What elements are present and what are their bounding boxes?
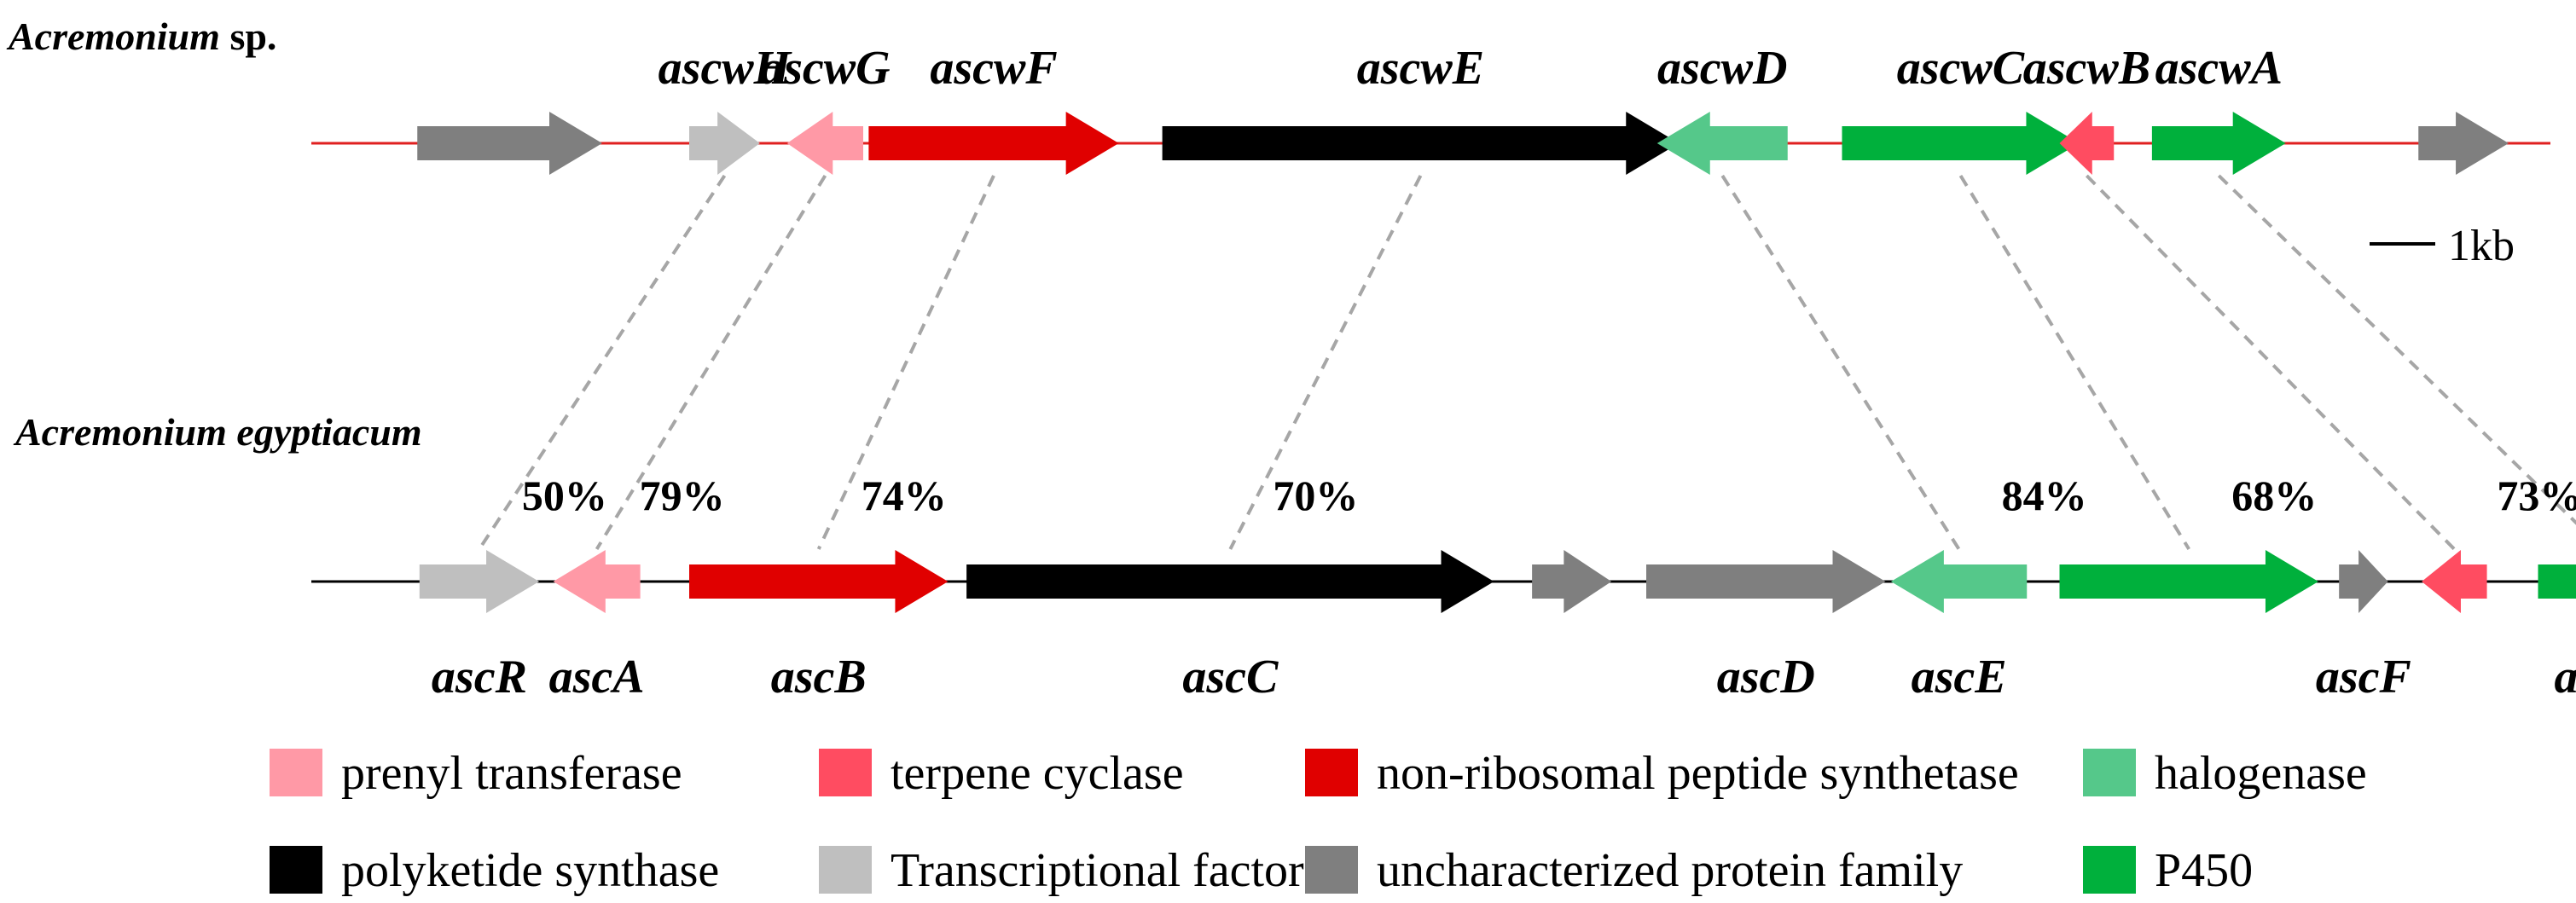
top-gene-arrow-1 (689, 112, 760, 175)
bottom-gene-labels: ascR ascA ascB ascC ascD ascE ascF ascG (432, 651, 2576, 703)
identity-label-3: 70% (1273, 472, 1358, 519)
scale-bar-label: 1kb (2448, 222, 2515, 270)
bottom-gene-arrow-7 (2059, 550, 2318, 613)
legend-swatch-0-0 (270, 749, 322, 796)
legend: prenyl transferase terpene cyclase non-rib… (270, 747, 2367, 897)
top-gene-label-6: ascwC (1897, 42, 2025, 95)
top-species-label: Acremonium sp. (6, 14, 276, 58)
identity-label-1: 79% (640, 472, 725, 519)
top-gene-label-4: ascwE (1357, 42, 1484, 95)
bottom-gene-label-1: ascA (549, 651, 645, 703)
legend-swatch-0-2 (1305, 749, 1358, 796)
legend-swatch-1-0 (270, 846, 322, 894)
bottom-gene-arrow-9 (2422, 550, 2487, 613)
identity-label-2: 74% (862, 472, 947, 519)
top-gene-arrow-2 (786, 112, 863, 175)
top-gene-label-3: ascwF (930, 42, 1057, 95)
bottom-gene-arrow-0 (419, 550, 540, 613)
homology-connector-3 (1228, 175, 1423, 550)
homology-connector-0 (478, 174, 727, 551)
top-gene-arrow-3 (868, 112, 1119, 175)
top-gene-label-7: ascwB (2023, 42, 2150, 95)
bottom-gene-arrow-10 (2538, 564, 2576, 599)
legend-label-1-3: P450 (2155, 844, 2253, 897)
bottom-gene-label-0: ascR (432, 651, 527, 703)
bottom-cluster-genes (419, 550, 2576, 613)
homology-connector-6 (2085, 174, 2456, 551)
legend-swatch-1-2 (1305, 846, 1358, 894)
legend-label-1-1: Transcriptional factor (891, 844, 1304, 897)
top-gene-arrow-6 (1842, 112, 2080, 175)
top-gene-label-1: ascwH (659, 42, 792, 95)
bottom-gene-label-5: ascD (1717, 651, 1815, 703)
bottom-gene-arrow-1 (553, 550, 641, 613)
identity-labels: 50%79%74%70%84%68%73%78% (522, 472, 2576, 519)
top-gene-arrow-9 (2418, 112, 2509, 175)
legend-label-0-3: halogenase (2155, 747, 2367, 800)
legend-label-1-2: uncharacterized protein family (1377, 844, 1963, 897)
legend-swatch-1-1 (819, 846, 872, 894)
top-gene-arrow-4 (1162, 112, 1680, 175)
scale-bar: 1kb (2370, 222, 2515, 270)
homology-connector-1 (595, 174, 827, 551)
legend-label-0-1: terpene cyclase (891, 747, 1184, 800)
bottom-gene-label-3: ascC (1182, 651, 1279, 703)
bottom-gene-arrow-4 (1532, 550, 1612, 613)
legend-swatch-0-1 (819, 749, 872, 796)
bottom-gene-label-2: ascB (771, 651, 867, 703)
homology-connector-7 (2217, 174, 2576, 525)
identity-label-4: 84% (2002, 472, 2087, 519)
top-species-suffix: sp. (220, 14, 276, 58)
homology-connector-5 (1958, 174, 2190, 551)
bottom-gene-label-6: ascE (1912, 651, 2007, 703)
top-species-name: Acremonium (6, 14, 220, 58)
legend-swatch-1-3 (2083, 846, 2136, 894)
top-gene-label-2: ascwG (760, 42, 890, 95)
legend-label-0-0: prenyl transferase (341, 747, 682, 800)
bottom-gene-arrow-2 (689, 550, 949, 613)
homology-connectors (478, 174, 2576, 551)
bottom-gene-label-8: ascF (2316, 651, 2411, 703)
bottom-gene-label-10: ascG (2554, 651, 2576, 703)
homology-connector-2 (816, 175, 995, 550)
top-gene-arrow-7 (2059, 112, 2115, 175)
top-cluster-genes (417, 112, 2509, 175)
legend-swatch-0-3 (2083, 749, 2136, 796)
identity-label-0: 50% (522, 472, 607, 519)
identity-label-6: 73% (2497, 472, 2576, 519)
homology-connector-4 (1720, 174, 1961, 551)
bottom-gene-arrow-5 (1646, 550, 1886, 613)
identity-label-5: 68% (2231, 472, 2317, 519)
legend-label-0-2: non-ribosomal peptide synthetase (1377, 747, 2019, 800)
bottom-gene-arrow-8 (2339, 550, 2388, 613)
bottom-species-label: Acremonium egyptiacum (13, 410, 422, 454)
top-gene-arrow-5 (1656, 112, 1788, 175)
bottom-gene-arrow-3 (966, 550, 1494, 613)
bottom-gene-arrow-6 (1890, 550, 2028, 613)
top-gene-label-8: ascwA (2155, 42, 2283, 95)
top-gene-label-5: ascwD (1657, 42, 1787, 95)
top-gene-arrow-0 (417, 112, 602, 175)
legend-label-1-0: polyketide synthase (341, 844, 719, 897)
top-gene-arrow-8 (2151, 112, 2286, 175)
